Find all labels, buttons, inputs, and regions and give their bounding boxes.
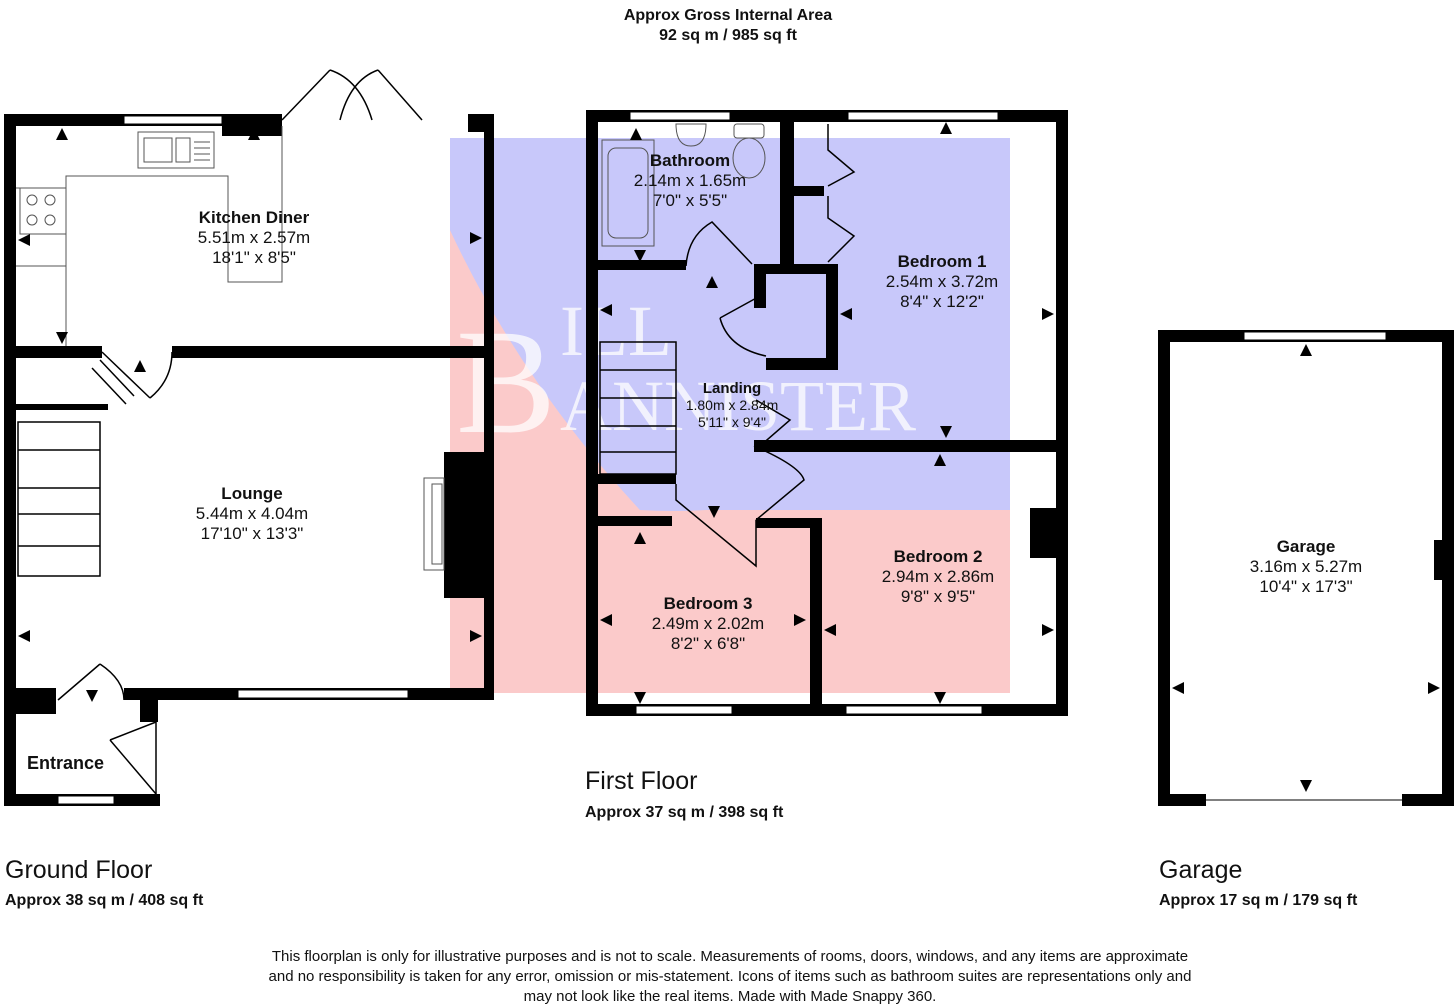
orientation-arrows	[18, 122, 1440, 792]
kitchen-fixtures	[16, 126, 283, 346]
arrow-left-icon	[1172, 682, 1184, 694]
room-imperial: 5'11" x 9'4"	[698, 414, 766, 430]
arrow-up-icon	[940, 122, 952, 134]
room-metric: 2.14m x 1.65m	[633, 171, 747, 190]
room-name: Kitchen Diner	[198, 208, 310, 227]
room-imperial: 9'8" x 9'5"	[900, 587, 976, 606]
arrow-down-icon	[86, 690, 98, 702]
arrow-right-icon	[794, 614, 806, 626]
room-imperial: 7'0" x 5'5"	[652, 191, 728, 210]
room-name: Bedroom 1	[897, 252, 987, 271]
room-metric: 3.16m x 5.27m	[1249, 557, 1363, 576]
room-landing: Landing 1.80m x 2.84m 5'11" x 9'4"	[686, 380, 779, 431]
arrow-left-icon	[600, 304, 612, 316]
arrow-down-icon	[940, 426, 952, 438]
arrow-left-icon	[824, 624, 836, 636]
room-name: Landing	[702, 380, 762, 397]
arrow-left-icon	[18, 234, 30, 246]
room-metric: 2.54m x 3.72m	[885, 272, 999, 291]
room-name: Lounge	[221, 484, 283, 503]
room-bedroom-3: Bedroom 3 2.49m x 2.02m 8'2" x 6'8"	[652, 594, 764, 654]
ground-stairs	[17, 421, 101, 577]
ground-doors	[57, 351, 173, 795]
room-imperial: 8'2" x 6'8"	[670, 634, 746, 653]
arrow-down-icon	[1300, 780, 1312, 792]
arrow-up-icon	[934, 454, 946, 466]
ground-floor-title: Ground Floor	[5, 856, 153, 884]
garage-title: Garage	[1159, 856, 1243, 884]
french-doors	[281, 69, 423, 121]
room-metric: 2.94m x 2.86m	[881, 567, 995, 586]
room-metric: 5.44m x 4.04m	[195, 504, 309, 523]
arrow-left-icon	[840, 308, 852, 320]
room-bedroom-1: Bedroom 1 2.54m x 3.72m 8'4" x 12'2"	[886, 252, 998, 312]
room-imperial: 18'1" x 8'5"	[212, 248, 296, 267]
room-kitchen-diner: Kitchen Diner 5.51m x 2.57m 18'1" x 8'5"	[198, 208, 310, 268]
room-bedroom-2: Bedroom 2 2.94m x 2.86m 9'8" x 9'5"	[882, 547, 994, 607]
room-entrance: Entrance	[27, 753, 105, 773]
bathroom-fixtures	[601, 123, 766, 247]
room-lounge: Lounge 5.44m x 4.04m 17'10" x 13'3"	[196, 484, 308, 544]
first-floor-title: First Floor	[585, 767, 698, 795]
arrow-up-icon	[706, 276, 718, 288]
arrow-down-icon	[934, 692, 946, 704]
room-metric: 1.80m x 2.84m	[685, 397, 779, 413]
disclaimer: This floorplan is only for illustrative …	[200, 947, 1260, 1007]
arrow-down-icon	[708, 506, 720, 518]
first-floor-windows	[629, 111, 999, 715]
room-imperial: 8'4" x 12'2"	[900, 292, 984, 311]
disclaimer-line: may not look like the real items. Made w…	[523, 988, 937, 1005]
first-floor-area: Approx 37 sq m / 398 sq ft	[585, 804, 784, 821]
room-name: Bathroom	[649, 151, 731, 170]
arrow-up-icon	[248, 128, 260, 140]
garage-window-door	[1206, 331, 1402, 801]
room-name: Garage	[1276, 537, 1336, 556]
svg-text:ANNISTER: ANNISTER	[560, 366, 916, 446]
arrow-right-icon	[470, 630, 482, 642]
arrow-right-icon	[1428, 682, 1440, 694]
arrow-up-icon	[634, 532, 646, 544]
arrow-right-icon	[1042, 624, 1054, 636]
fireplace	[423, 477, 445, 571]
arrow-right-icon	[1042, 308, 1054, 320]
gross-area-value: 92 sq m / 985 sq ft	[659, 27, 797, 44]
arrow-up-icon	[56, 128, 68, 140]
arrow-left-icon	[18, 630, 30, 642]
arrow-right-icon	[470, 232, 482, 244]
arrow-up-icon	[630, 128, 642, 140]
svg-text:B: B	[456, 299, 556, 465]
first-doors	[675, 124, 856, 568]
arrow-down-icon	[56, 332, 68, 344]
disclaimer-line: This floorplan is only for illustrative …	[271, 948, 1189, 965]
arrow-up-icon	[134, 360, 146, 372]
room-metric: 2.49m x 2.02m	[651, 614, 765, 633]
first-stairs	[599, 341, 677, 475]
watermark-logo: B ILL ANNISTER	[450, 138, 1010, 693]
room-garage: Garage 3.16m x 5.27m 10'4" x 17'3"	[1250, 537, 1362, 597]
ground-floor-windows	[57, 114, 468, 805]
room-name: Bedroom 3	[663, 594, 753, 613]
room-bathroom: Bathroom 2.14m x 1.65m 7'0" x 5'5"	[634, 151, 746, 211]
room-metric: 5.51m x 2.57m	[197, 228, 311, 247]
room-imperial: 17'10" x 13'3"	[200, 524, 304, 543]
gross-area-header: Approx Gross Internal Area 92 sq m / 985…	[528, 6, 928, 46]
garage-area: Approx 17 sq m / 179 sq ft	[1159, 892, 1358, 909]
arrow-up-icon	[1300, 344, 1312, 356]
room-imperial: 10'4" x 17'3"	[1259, 577, 1353, 596]
gross-area-title: Approx Gross Internal Area	[623, 7, 833, 24]
arrow-down-icon	[634, 692, 646, 704]
arrow-left-icon	[600, 614, 612, 626]
room-name: Bedroom 2	[893, 547, 983, 566]
arrow-down-icon	[634, 250, 646, 262]
disclaimer-line: and no responsibility is taken for any e…	[268, 968, 1192, 985]
svg-text:ILL: ILL	[560, 291, 672, 371]
ground-floor-area: Approx 38 sq m / 408 sq ft	[5, 892, 204, 909]
